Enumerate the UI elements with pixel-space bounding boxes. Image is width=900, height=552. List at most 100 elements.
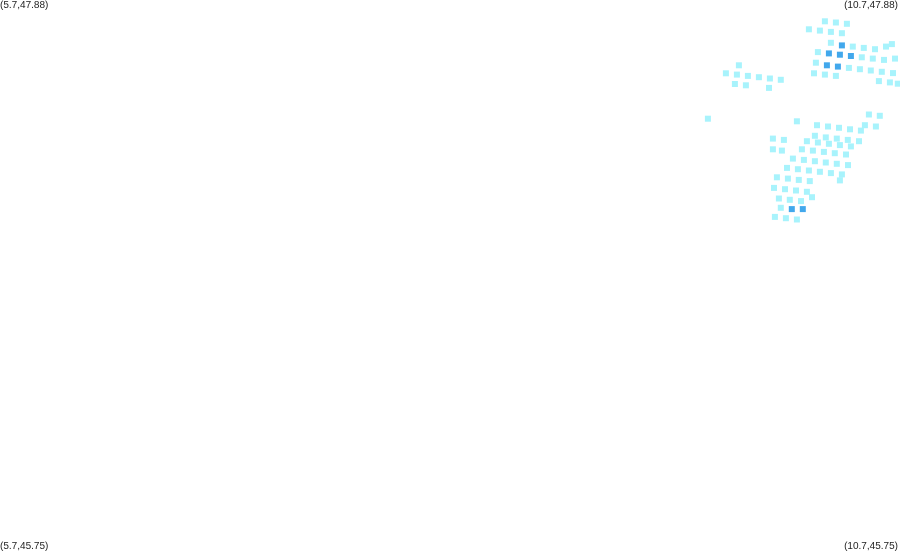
map-cell-15 [825, 50, 832, 57]
map-cell-45 [766, 84, 772, 91]
map-cell-7 [827, 39, 834, 46]
map-cell-54 [836, 124, 842, 131]
map-cell-8 [838, 42, 845, 49]
map-cell-76 [789, 155, 796, 162]
map-cell-95 [793, 187, 799, 194]
map-cell-56 [857, 127, 864, 134]
map-cell-40 [755, 74, 762, 81]
corner-label-top-left: (5.7,47.88) [0, 0, 49, 11]
map-cell-34 [886, 79, 893, 86]
map-cell-71 [798, 146, 805, 153]
map-cell-12 [883, 43, 889, 50]
map-cell-51 [872, 123, 879, 130]
map-cell-52 [814, 122, 820, 129]
map-cell-65 [814, 139, 821, 146]
map-cell-73 [820, 148, 827, 155]
map-cell-26 [856, 66, 863, 73]
map-cell-41 [766, 75, 773, 82]
map-cell-87 [838, 171, 845, 178]
map-cell-83 [794, 166, 801, 173]
map-cell-9 [849, 43, 856, 50]
map-cell-101 [777, 204, 784, 211]
map-cell-98 [786, 196, 793, 203]
map-cell-96 [803, 188, 810, 195]
map-cell-19 [869, 55, 876, 62]
map-cell-24 [834, 63, 841, 70]
map-cell-63 [780, 136, 787, 143]
map-cell-86 [827, 170, 834, 177]
map-cell-28 [878, 68, 885, 75]
map-cell-105 [782, 215, 789, 222]
map-cell-82 [784, 164, 790, 171]
map-cell-5 [827, 28, 834, 35]
map-cell-49 [876, 112, 883, 119]
map-cell-70 [778, 147, 785, 154]
map-cell-106 [793, 216, 800, 223]
map-cell-91 [806, 178, 813, 185]
map-cell-81 [845, 162, 851, 169]
map-cell-74 [831, 150, 838, 157]
map-cell-47 [793, 118, 800, 125]
map-cell-6 [838, 30, 845, 37]
map-cell-92 [836, 177, 843, 184]
map-cell-2 [843, 20, 850, 27]
map-cell-64 [803, 138, 810, 145]
map-cell-68 [847, 143, 854, 150]
map-cell-27 [867, 67, 874, 74]
map-cell-37 [722, 70, 729, 77]
map-cell-78 [811, 158, 818, 165]
map-cell-50 [861, 122, 868, 129]
map-cell-62 [769, 135, 776, 142]
map-cell-100 [809, 194, 815, 201]
map-cell-48 [865, 111, 872, 118]
map-cell-1 [832, 19, 839, 26]
corner-label-top-right: (10.7,47.88) [844, 0, 898, 11]
map-cell-14 [814, 49, 821, 56]
map-cell-102 [788, 206, 795, 213]
map-cell-22 [812, 59, 819, 66]
map-cell-103 [799, 206, 806, 213]
map-cell-77 [800, 156, 807, 163]
map-cell-61 [856, 138, 862, 145]
map-cell-89 [784, 175, 791, 182]
map-cell-16 [836, 51, 843, 58]
map-cell-85 [816, 168, 823, 175]
map-cell-53 [825, 123, 831, 130]
map-cell-66 [825, 140, 832, 147]
map-cell-84 [805, 167, 812, 174]
map-cell-59 [833, 135, 840, 142]
map-cell-33 [875, 78, 882, 85]
map-cell-88 [773, 174, 780, 181]
map-cell-17 [847, 53, 854, 59]
map-cell-57 [811, 132, 818, 139]
map-cell-23 [823, 62, 830, 69]
map-cell-25 [845, 64, 852, 71]
map-cell-104 [771, 213, 778, 220]
map-cell-46 [704, 115, 711, 122]
corner-label-bottom-left: (5.7,45.75) [0, 541, 49, 552]
map-cell-32 [832, 72, 839, 79]
map-cell-80 [833, 160, 840, 167]
map-cell-4 [816, 27, 823, 34]
map-cell-0 [821, 18, 828, 25]
map-cell-10 [860, 44, 867, 51]
map-cell-3 [805, 26, 812, 33]
map-cell-69 [769, 146, 776, 153]
map-cell-29 [890, 70, 896, 77]
map-cell-13 [888, 41, 895, 48]
map-cell-39 [744, 72, 751, 79]
map-cell-18 [858, 54, 865, 61]
map-cell-99 [798, 198, 804, 205]
map-cell-35 [894, 80, 900, 87]
map-cell-93 [771, 184, 777, 191]
map-cell-79 [822, 159, 829, 166]
map-cell-38 [733, 71, 740, 78]
map-cell-67 [836, 142, 843, 149]
map-cell-11 [872, 46, 878, 53]
map-cell-21 [892, 55, 898, 62]
map-cell-43 [731, 81, 738, 87]
map-cell-58 [822, 134, 829, 141]
map-cell-60 [844, 136, 851, 143]
map-cell-30 [811, 70, 817, 77]
